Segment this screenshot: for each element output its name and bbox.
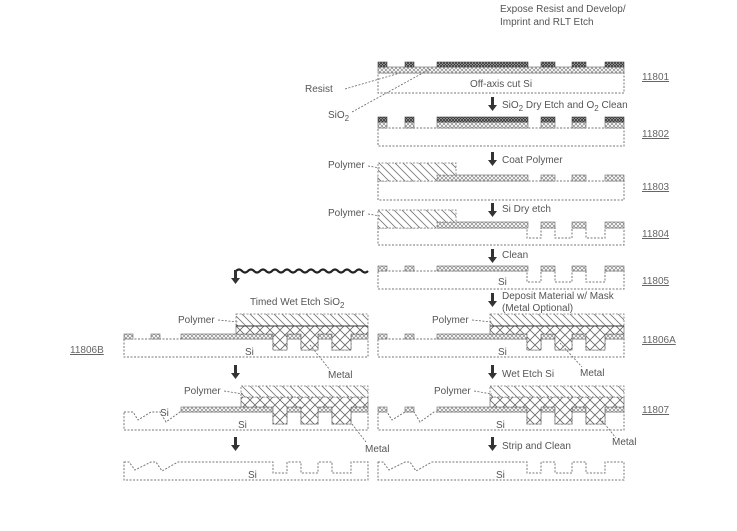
arrow-step-3: Coat Polymer xyxy=(488,152,563,166)
caption-11806a-line2: (Metal Optional) xyxy=(502,303,573,314)
callout-metal: Metal xyxy=(328,370,352,381)
caption-11807: Wet Etch Si xyxy=(502,369,554,380)
callout-polymer: Polymer xyxy=(328,160,365,171)
step-11806B: Timed Wet Etch SiO2 Polymer Si Metal 118… xyxy=(70,297,369,381)
sio2-layer xyxy=(377,66,625,74)
step-11804: Polymer 11804 xyxy=(328,208,670,246)
caption-11808: Strip and Clean xyxy=(502,441,571,452)
ref-11804: 11804 xyxy=(642,229,670,240)
ref-11807: 11807 xyxy=(642,405,670,416)
callout-metal: Metal xyxy=(612,437,636,448)
arrow-step-8b xyxy=(231,437,240,451)
callout-metal: Metal xyxy=(580,368,604,379)
step-11808: Si xyxy=(377,461,625,481)
arrow-step-6a: Deposit Material w/ Mask (Metal Optional… xyxy=(488,291,615,314)
step-11801: Expose Resist and Develop/ Imprint and R… xyxy=(305,4,670,123)
metal-layer xyxy=(489,325,625,351)
callout-polymer: Polymer xyxy=(432,315,469,326)
step-11808B: Si xyxy=(123,461,369,481)
ref-11801: 11801 xyxy=(642,72,670,83)
step-11806A: Polymer Si Metal 11806A xyxy=(377,313,676,379)
caption-11801-line1: Expose Resist and Develop/ xyxy=(500,4,626,15)
polymer-layer xyxy=(489,313,625,327)
branch-arrow-left xyxy=(231,268,369,284)
arrow-step-2: SiO2 Dry Etch and O2 Clean xyxy=(488,97,628,113)
callout-polymer: Polymer xyxy=(434,386,471,397)
ref-11803: 11803 xyxy=(642,182,670,193)
substrate-label-offaxis: Off-axis cut Si xyxy=(470,79,532,90)
callout-sio2: SiO2 xyxy=(328,110,350,123)
callout-si: Si xyxy=(160,408,169,419)
ref-11802: 11802 xyxy=(642,129,670,140)
substrate-label-si: Si xyxy=(238,420,247,431)
caption-11803: Coat Polymer xyxy=(502,155,563,166)
substrate-label-si: Si xyxy=(496,420,505,431)
arrow-step-5: Clean xyxy=(488,249,528,263)
ref-11806a: 11806A xyxy=(642,335,676,346)
caption-11802: SiO2 Dry Etch and O2 Clean xyxy=(502,100,628,113)
callout-polymer: Polymer xyxy=(328,208,365,219)
step-11807: Polymer Si Metal 11807 xyxy=(377,385,670,448)
caption-11806b: Timed Wet Etch SiO2 xyxy=(250,297,345,310)
step-11803: Polymer 11803 xyxy=(328,160,670,201)
callout-polymer: Polymer xyxy=(184,386,221,397)
substrate-label-si: Si xyxy=(496,470,505,481)
caption-11804: Si Dry etch xyxy=(502,204,551,215)
step-11805: Si 11805 xyxy=(377,265,670,290)
callout-polymer: Polymer xyxy=(178,315,215,326)
caption-11805: Clean xyxy=(502,250,528,261)
ref-11806b: 11806B xyxy=(70,345,104,356)
polymer-layer xyxy=(377,162,457,182)
arrow-step-8: Strip and Clean xyxy=(488,437,571,452)
substrate-label-si: Si xyxy=(245,347,254,358)
leader-sio2 xyxy=(351,68,431,113)
resist-features xyxy=(377,61,625,68)
arrow-step-7b xyxy=(231,365,240,379)
arrow-step-4: Si Dry etch xyxy=(488,203,551,217)
arrow-step-7: Wet Etch Si xyxy=(488,365,554,380)
leader-resist xyxy=(344,72,401,90)
step-11802: 11802 xyxy=(377,116,670,147)
callout-metal: Metal xyxy=(365,444,389,455)
caption-11806a-line1: Deposit Material w/ Mask xyxy=(502,291,615,302)
substrate-label-si: Si xyxy=(498,347,507,358)
step-11807B: Polymer Si Si Metal xyxy=(123,385,389,455)
caption-11801-line2: Imprint and RLT Etch xyxy=(500,17,594,28)
substrate-label-si: Si xyxy=(498,277,507,288)
callout-resist: Resist xyxy=(305,84,333,95)
substrate-label-si: Si xyxy=(248,470,257,481)
ref-11805: 11805 xyxy=(642,276,670,287)
